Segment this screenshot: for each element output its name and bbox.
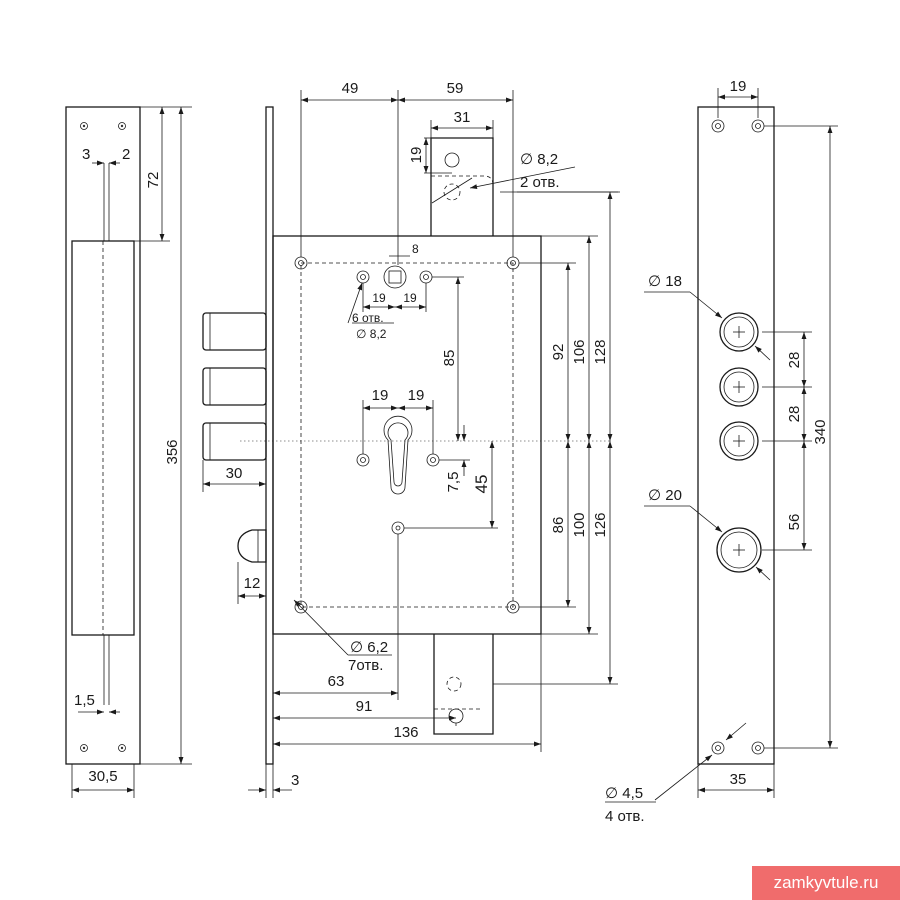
dim-8: 8 [412, 242, 419, 256]
dim-6-holes: 6 отв. [352, 311, 384, 325]
front-view: 49 59 31 19 ∅ 8,2 2 отв. 8 19 19 6 отв. … [202, 80, 620, 798]
latch [237, 529, 267, 563]
dim-d4-5-note: 4 отв. [605, 808, 645, 825]
dim-28-a: 28 [786, 352, 803, 369]
spindle [356, 265, 433, 289]
dim-19-plate: 19 [730, 78, 747, 95]
dim-19-d: 19 [408, 387, 425, 404]
dim-2: 2 [122, 146, 130, 163]
dim-19-b: 19 [403, 291, 417, 305]
dim-d18: ∅ 18 [648, 273, 682, 290]
dim-d20: ∅ 20 [648, 487, 682, 504]
dim-d6-2: ∅ 6,2 [350, 639, 388, 656]
dim-35: 35 [730, 771, 747, 788]
dim-85: 85 [441, 350, 458, 367]
dim-28-b: 28 [786, 406, 803, 423]
dim-19-top: 19 [408, 147, 425, 164]
dim-91: 91 [356, 698, 373, 715]
dim-30: 30 [226, 465, 243, 482]
dim-19-a: 19 [372, 291, 386, 305]
strike-plate: 19 ∅ 18 ∅ 20 28 28 56 340 ∅ 4,5 4 отв. [605, 78, 838, 825]
dim-128: 128 [592, 339, 609, 364]
dim-1-5: 1,5 [74, 692, 95, 709]
bolt-holes [716, 312, 762, 573]
dim-3-front: 3 [291, 772, 299, 789]
dim-136: 136 [393, 724, 418, 741]
dim-45: 45 [472, 475, 491, 494]
strike-plate-outline [697, 106, 775, 765]
watermark-badge: zamkyvtule.ru [752, 866, 900, 900]
case-screw-holes [294, 256, 520, 614]
lock-bolts [202, 312, 267, 461]
dim-19-c: 19 [372, 387, 389, 404]
dim-86: 86 [550, 517, 567, 534]
dim-56: 56 [786, 514, 803, 531]
dim-72: 72 [145, 172, 162, 189]
dim-49: 49 [342, 80, 359, 97]
bottom-tab-hole [448, 708, 464, 724]
bottom-tab [433, 634, 494, 735]
dim-340: 340 [812, 419, 829, 444]
dim-3: 3 [82, 146, 90, 163]
dim-7-5: 7,5 [445, 472, 462, 493]
dim-106: 106 [571, 339, 588, 364]
lock-case [272, 235, 542, 635]
dim-63: 63 [328, 673, 345, 690]
dim-d6-2-note: 7отв. [348, 657, 383, 674]
dim-d4-5: ∅ 4,5 [605, 785, 643, 802]
cylinder-keyhole [383, 415, 413, 495]
dim-59: 59 [447, 80, 464, 97]
side-view: 3 2 72 356 1,5 30,5 [65, 106, 192, 798]
front-faceplate [265, 106, 274, 765]
top-tab [430, 137, 494, 236]
dim-126: 126 [592, 512, 609, 537]
dim-d8-2-b: ∅ 8,2 [356, 327, 387, 341]
top-tab-hole [444, 152, 460, 168]
side-screw-holes [80, 122, 126, 752]
dim-12: 12 [244, 575, 261, 592]
dim-d8-2-note: 2 отв. [520, 174, 560, 191]
dim-100: 100 [571, 512, 588, 537]
dim-30-5: 30,5 [88, 768, 117, 785]
dim-356: 356 [164, 439, 181, 464]
dim-31: 31 [454, 109, 471, 126]
dim-d8-2: ∅ 8,2 [520, 151, 558, 168]
side-faceplate [65, 106, 141, 765]
dim-92: 92 [550, 344, 567, 361]
